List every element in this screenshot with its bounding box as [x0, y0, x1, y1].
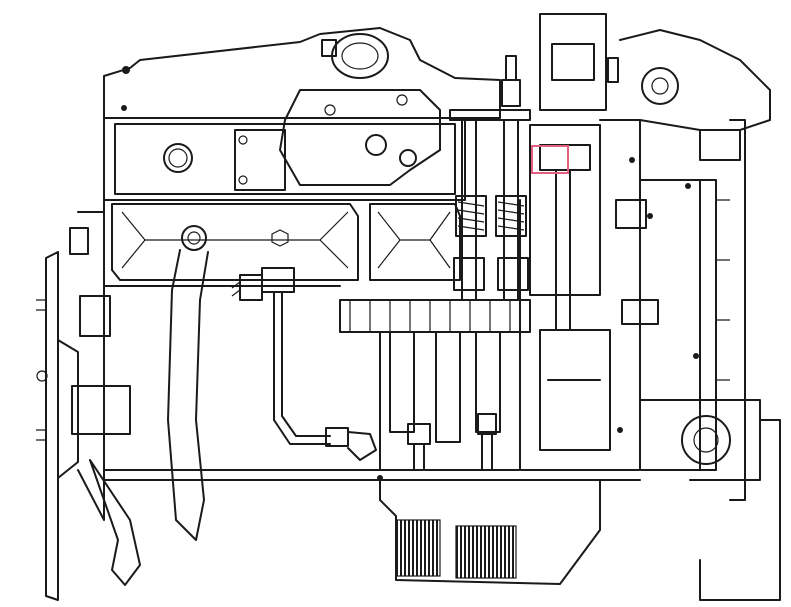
highlight-box: [531, 145, 569, 174]
crank-pulley: [699, 119, 781, 601]
fuel-line: [231, 267, 377, 461]
valve-train: [449, 109, 531, 301]
flywheel: [36, 251, 79, 601]
piston-cylinder: [529, 124, 611, 451]
water-outlet-housing: [234, 89, 441, 191]
engine-block: [103, 27, 641, 481]
bolts: [121, 66, 699, 481]
timing-cover: [599, 119, 761, 481]
oil-pan: [379, 479, 601, 585]
intake-manifold: [111, 203, 461, 281]
spark-plugs: [501, 55, 619, 107]
dipstick-tube: [167, 225, 209, 541]
lower-fittings: [407, 413, 497, 471]
camshaft: [339, 299, 531, 471]
water-pump-fan: [539, 13, 771, 161]
oil-filler-cap: [321, 33, 389, 79]
